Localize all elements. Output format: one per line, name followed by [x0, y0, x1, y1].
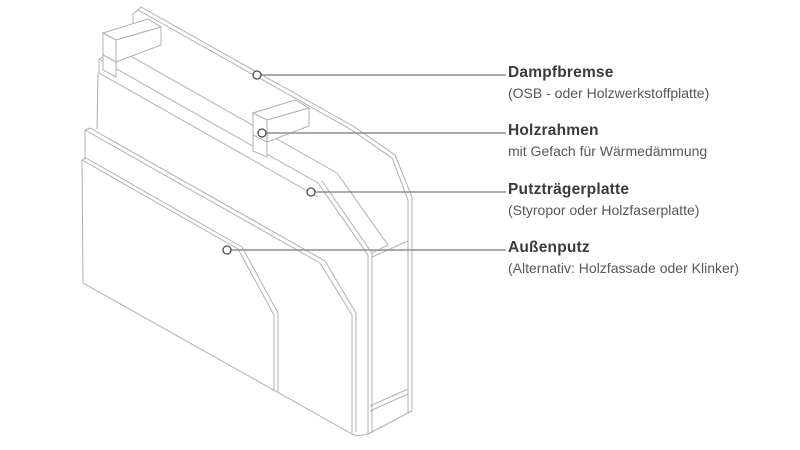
- label-subtitle: mit Gefach für Wärmedämmung: [508, 143, 708, 159]
- diagram-label-dampfbremse: Dampfbremse (OSB - oder Holzwerkstoffpla…: [508, 63, 798, 103]
- wall-layer-top-edges: [84, 48, 338, 264]
- anchor-marker-dampfbremse: [252, 70, 262, 80]
- label-subtitle: (Styropor oder Holzfaserplatte): [508, 202, 700, 218]
- anchor-marker-aussenputz: [222, 245, 232, 255]
- label-title: Putzträgerplatte: [508, 181, 630, 198]
- dampfbremse-plate-lines: [132, 6, 413, 414]
- anchor-marker-holzrahmen: [257, 128, 267, 138]
- holzrahmen-left-block: [101, 18, 163, 78]
- label-title: Außenputz: [508, 239, 590, 256]
- diagram-label-aussenputz: Außenputz (Alternativ: Holzfassade oder …: [508, 238, 798, 278]
- aussenputz-layer-lines: [81, 157, 353, 435]
- leader-lines: [222, 70, 506, 255]
- label-title: Dampfbremse: [508, 64, 614, 81]
- diagram-label-putztraegerplatte: Putzträgerplatte (Styropor oder Holzfase…: [508, 180, 798, 220]
- label-title: Holzrahmen: [508, 122, 599, 139]
- label-subtitle: (Alternativ: Holzfassade oder Klinker): [508, 260, 740, 276]
- right-end-edges: [317, 172, 409, 437]
- diagram-label-holzrahmen: Holzrahmen mit Gefach für Wärmedämmung: [508, 121, 798, 161]
- label-subtitle: (OSB - oder Holzwerkstoffplatte): [508, 85, 710, 101]
- anchor-marker-putztraegerplatte: [306, 187, 316, 197]
